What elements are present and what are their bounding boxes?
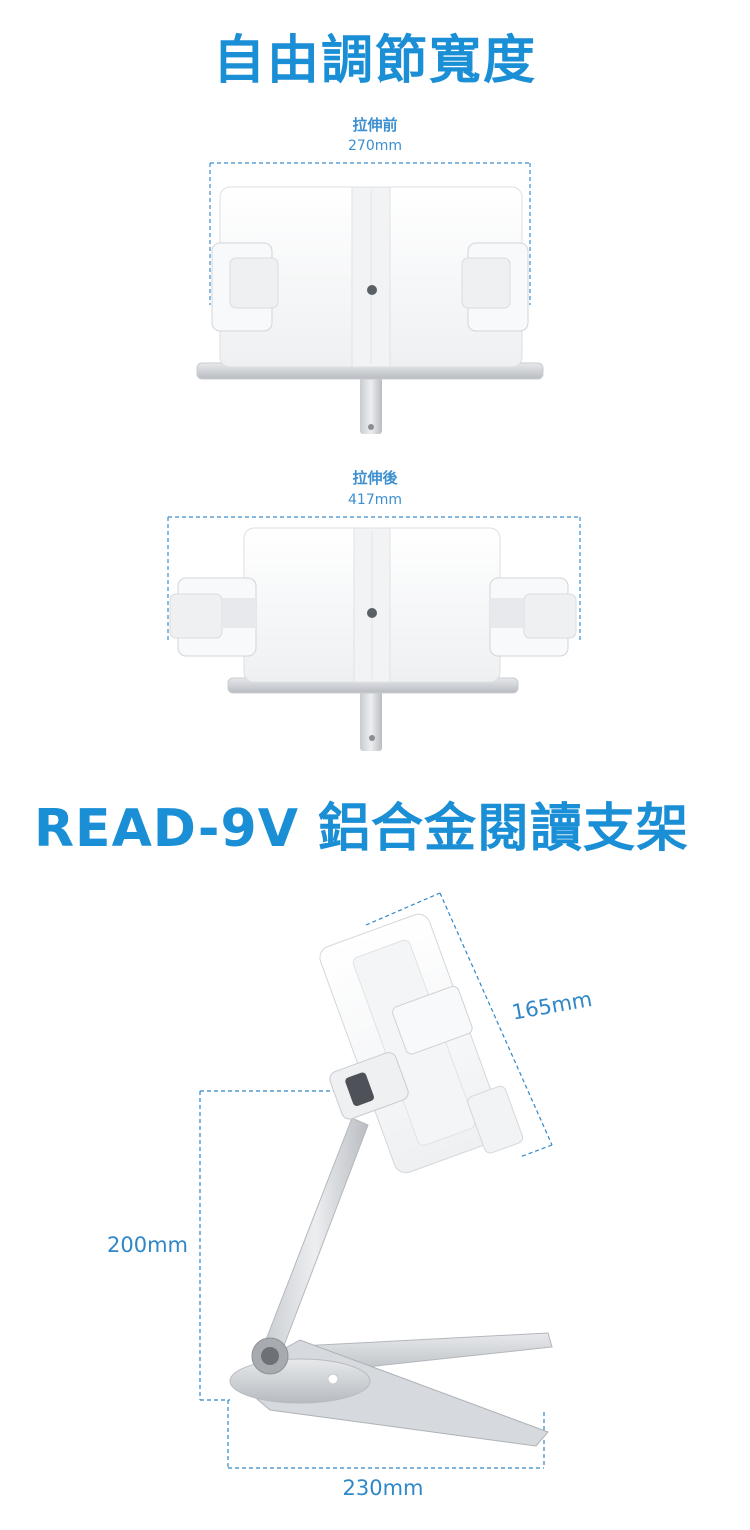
height-dimension: 200mm [107,1233,188,1257]
product-title: READ-9V 鋁合金閱讀支架 [34,799,690,859]
before-label: 拉伸前 [352,116,398,134]
stand-side-illustration [199,892,553,1469]
holder-before-illustration [196,162,544,434]
page-title: 自由調節寬度 [212,31,537,91]
holder-after-illustration [167,516,581,751]
before-width: 270mm [348,138,402,154]
after-label: 拉伸後 [352,469,398,487]
after-width: 417mm [348,492,402,508]
base-dimension: 230mm [342,1476,424,1500]
